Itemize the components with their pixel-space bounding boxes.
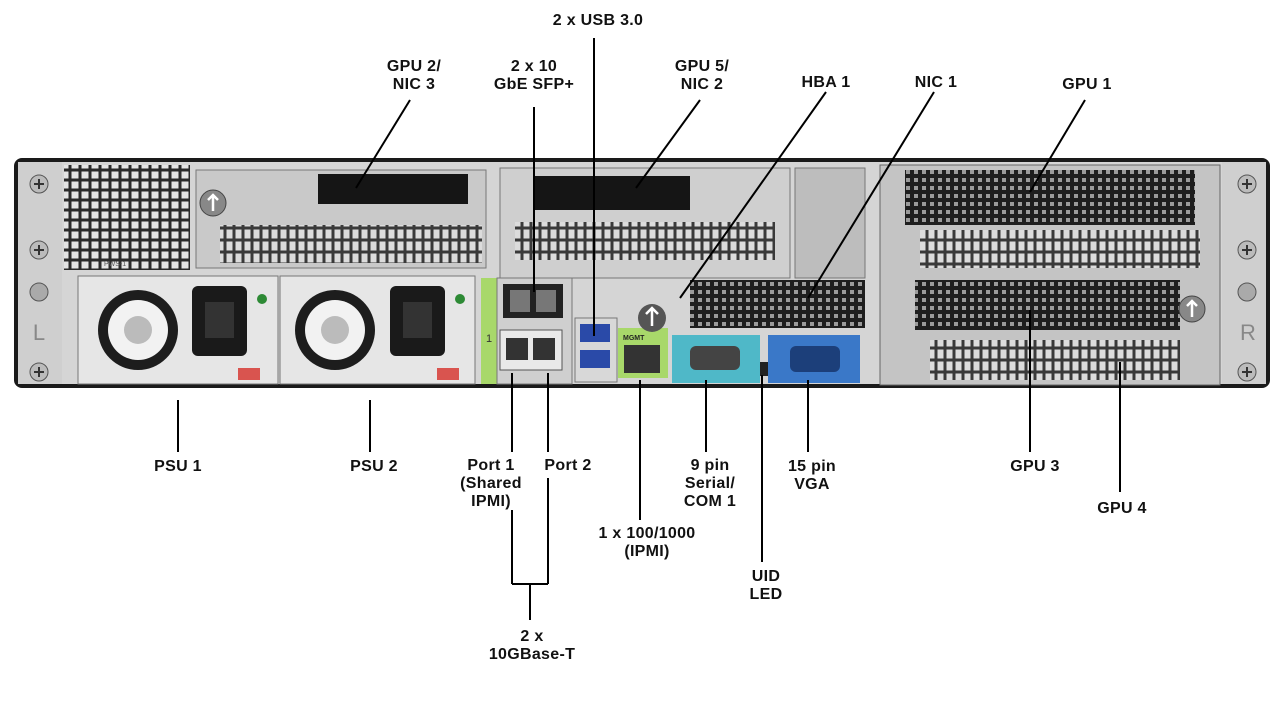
psu-2 bbox=[279, 275, 476, 385]
label-gpu5-nic2: GPU 5/ NIC 2 bbox=[674, 58, 730, 93]
serial-port bbox=[672, 335, 760, 383]
usb-ports bbox=[574, 317, 618, 383]
lan-number: 1 bbox=[486, 333, 492, 345]
arrow-up-icon bbox=[645, 306, 659, 326]
uid-led bbox=[760, 362, 770, 376]
label-hba1: HBA 1 bbox=[801, 74, 851, 91]
label-serial: 9 pin Serial/ COM 1 bbox=[683, 457, 737, 510]
psu-tag: PWS-1 bbox=[104, 261, 126, 268]
callout-lines bbox=[177, 38, 1121, 620]
label-sfp: 2 x 10 GbE SFP+ bbox=[493, 58, 575, 93]
mgmt-tag: MGMT bbox=[623, 335, 645, 342]
label-port2: Port 2 bbox=[544, 457, 592, 474]
left-mark: L bbox=[33, 320, 45, 345]
label-gpu3: GPU 3 bbox=[1010, 458, 1060, 475]
label-10gbase-t: 2 x 10GBase-T bbox=[488, 628, 576, 663]
label-vga: 15 pin VGA bbox=[787, 458, 837, 493]
mgmt-port bbox=[618, 304, 668, 378]
vga-port bbox=[768, 335, 860, 383]
screw-icon bbox=[29, 174, 1257, 382]
label-psu1: PSU 1 bbox=[154, 458, 202, 475]
label-uid-led: UID LED bbox=[749, 568, 783, 603]
label-gpu4: GPU 4 bbox=[1097, 500, 1147, 517]
label-gpu2-nic3: GPU 2/ NIC 3 bbox=[386, 58, 442, 93]
arrow-up-icon bbox=[207, 193, 219, 211]
arrow-up-icon bbox=[1186, 299, 1198, 317]
psu-1 bbox=[77, 275, 279, 385]
riser-left bbox=[195, 169, 487, 269]
label-psu2: PSU 2 bbox=[350, 458, 398, 475]
label-nic1: NIC 1 bbox=[914, 74, 958, 91]
label-gpu1: GPU 1 bbox=[1062, 76, 1112, 93]
riser-right bbox=[879, 164, 1221, 386]
lan-panel bbox=[481, 277, 573, 385]
riser-middle bbox=[499, 167, 866, 279]
nic-1-card bbox=[690, 280, 865, 328]
label-ipmi: 1 x 100/1000 (IPMI) bbox=[598, 525, 696, 560]
vent-grill bbox=[64, 165, 190, 270]
label-port1: Port 1 (Shared IPMI) bbox=[460, 457, 522, 510]
right-mark: R bbox=[1240, 320, 1256, 345]
label-usb: 2 x USB 3.0 bbox=[552, 12, 644, 29]
